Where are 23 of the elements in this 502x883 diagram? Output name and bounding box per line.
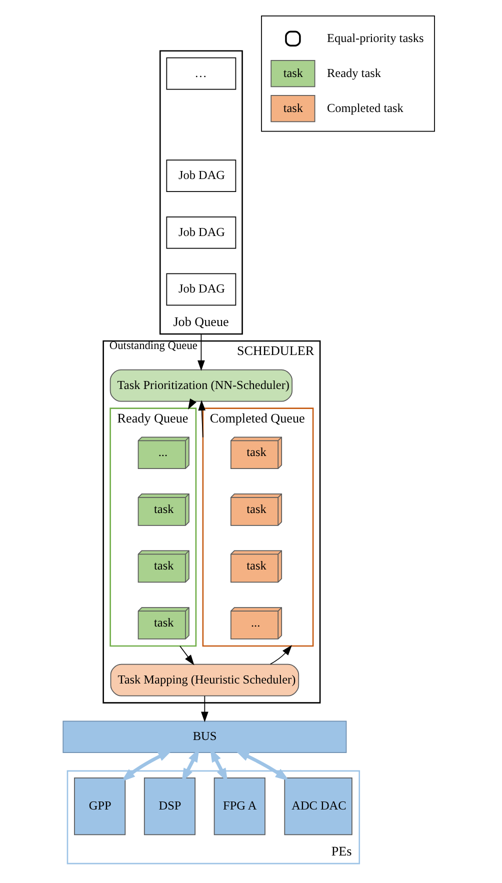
legend-label: Completed task <box>327 100 404 115</box>
node-box: Task Mapping (Heuristic Scheduler) <box>110 664 300 696</box>
arrow <box>198 400 206 438</box>
label: task <box>283 66 304 80</box>
node-box: … <box>166 57 236 90</box>
legend-label: Equal-priority tasks <box>327 30 424 45</box>
legend-label: Ready task <box>327 66 381 80</box>
arrow <box>201 696 208 722</box>
node-box: Job DAG <box>166 216 236 249</box>
arrow <box>270 644 292 665</box>
node-box: FPG A <box>214 778 266 836</box>
label: task <box>283 100 304 115</box>
node-box: GPP <box>74 778 126 836</box>
node-box: ADC DAC <box>284 778 352 836</box>
node-box: BUS <box>62 720 347 754</box>
arrow <box>179 646 194 666</box>
node-box: Job DAG <box>166 273 236 306</box>
node-box: Job DAG <box>166 160 236 192</box>
arrow <box>121 750 172 782</box>
arrow <box>198 334 205 371</box>
edge-label: Outstanding Queue <box>109 340 198 352</box>
node-box: DSP <box>144 778 196 836</box>
arrow <box>235 750 290 781</box>
